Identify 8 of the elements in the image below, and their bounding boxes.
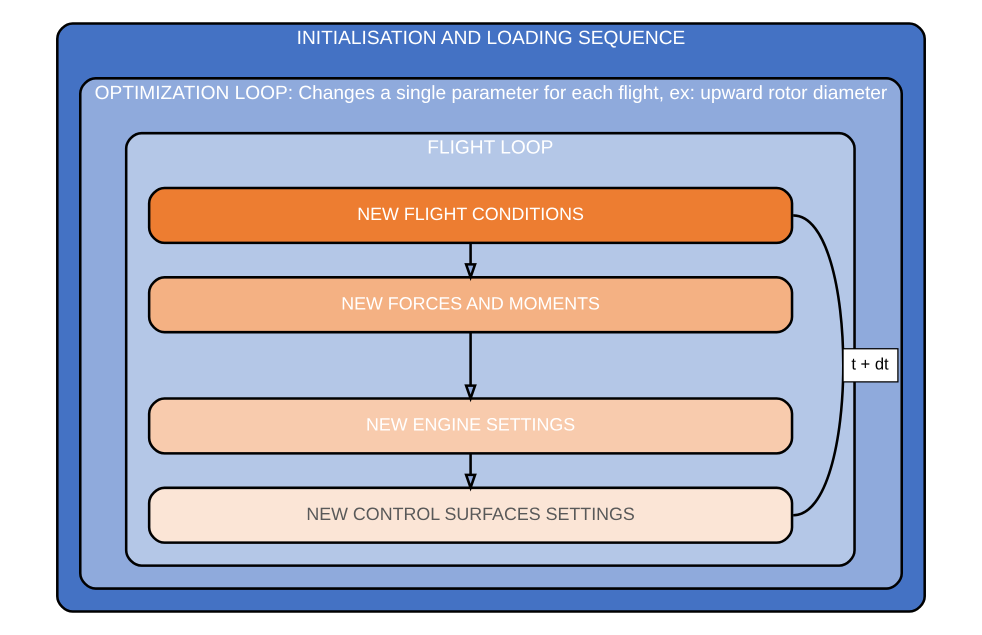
arrow [464, 243, 477, 281]
arrow [464, 332, 477, 402]
node-box: NEW FLIGHT CONDITIONS [148, 186, 794, 244]
connector [792, 214, 844, 516]
node-box: NEW ENGINE SETTINGS [148, 397, 794, 455]
node-box: NEW FORCES AND MOMENTS [148, 276, 794, 334]
node-box: NEW CONTROL SURFACES SETTINGS [148, 486, 794, 544]
arrow [464, 454, 477, 492]
